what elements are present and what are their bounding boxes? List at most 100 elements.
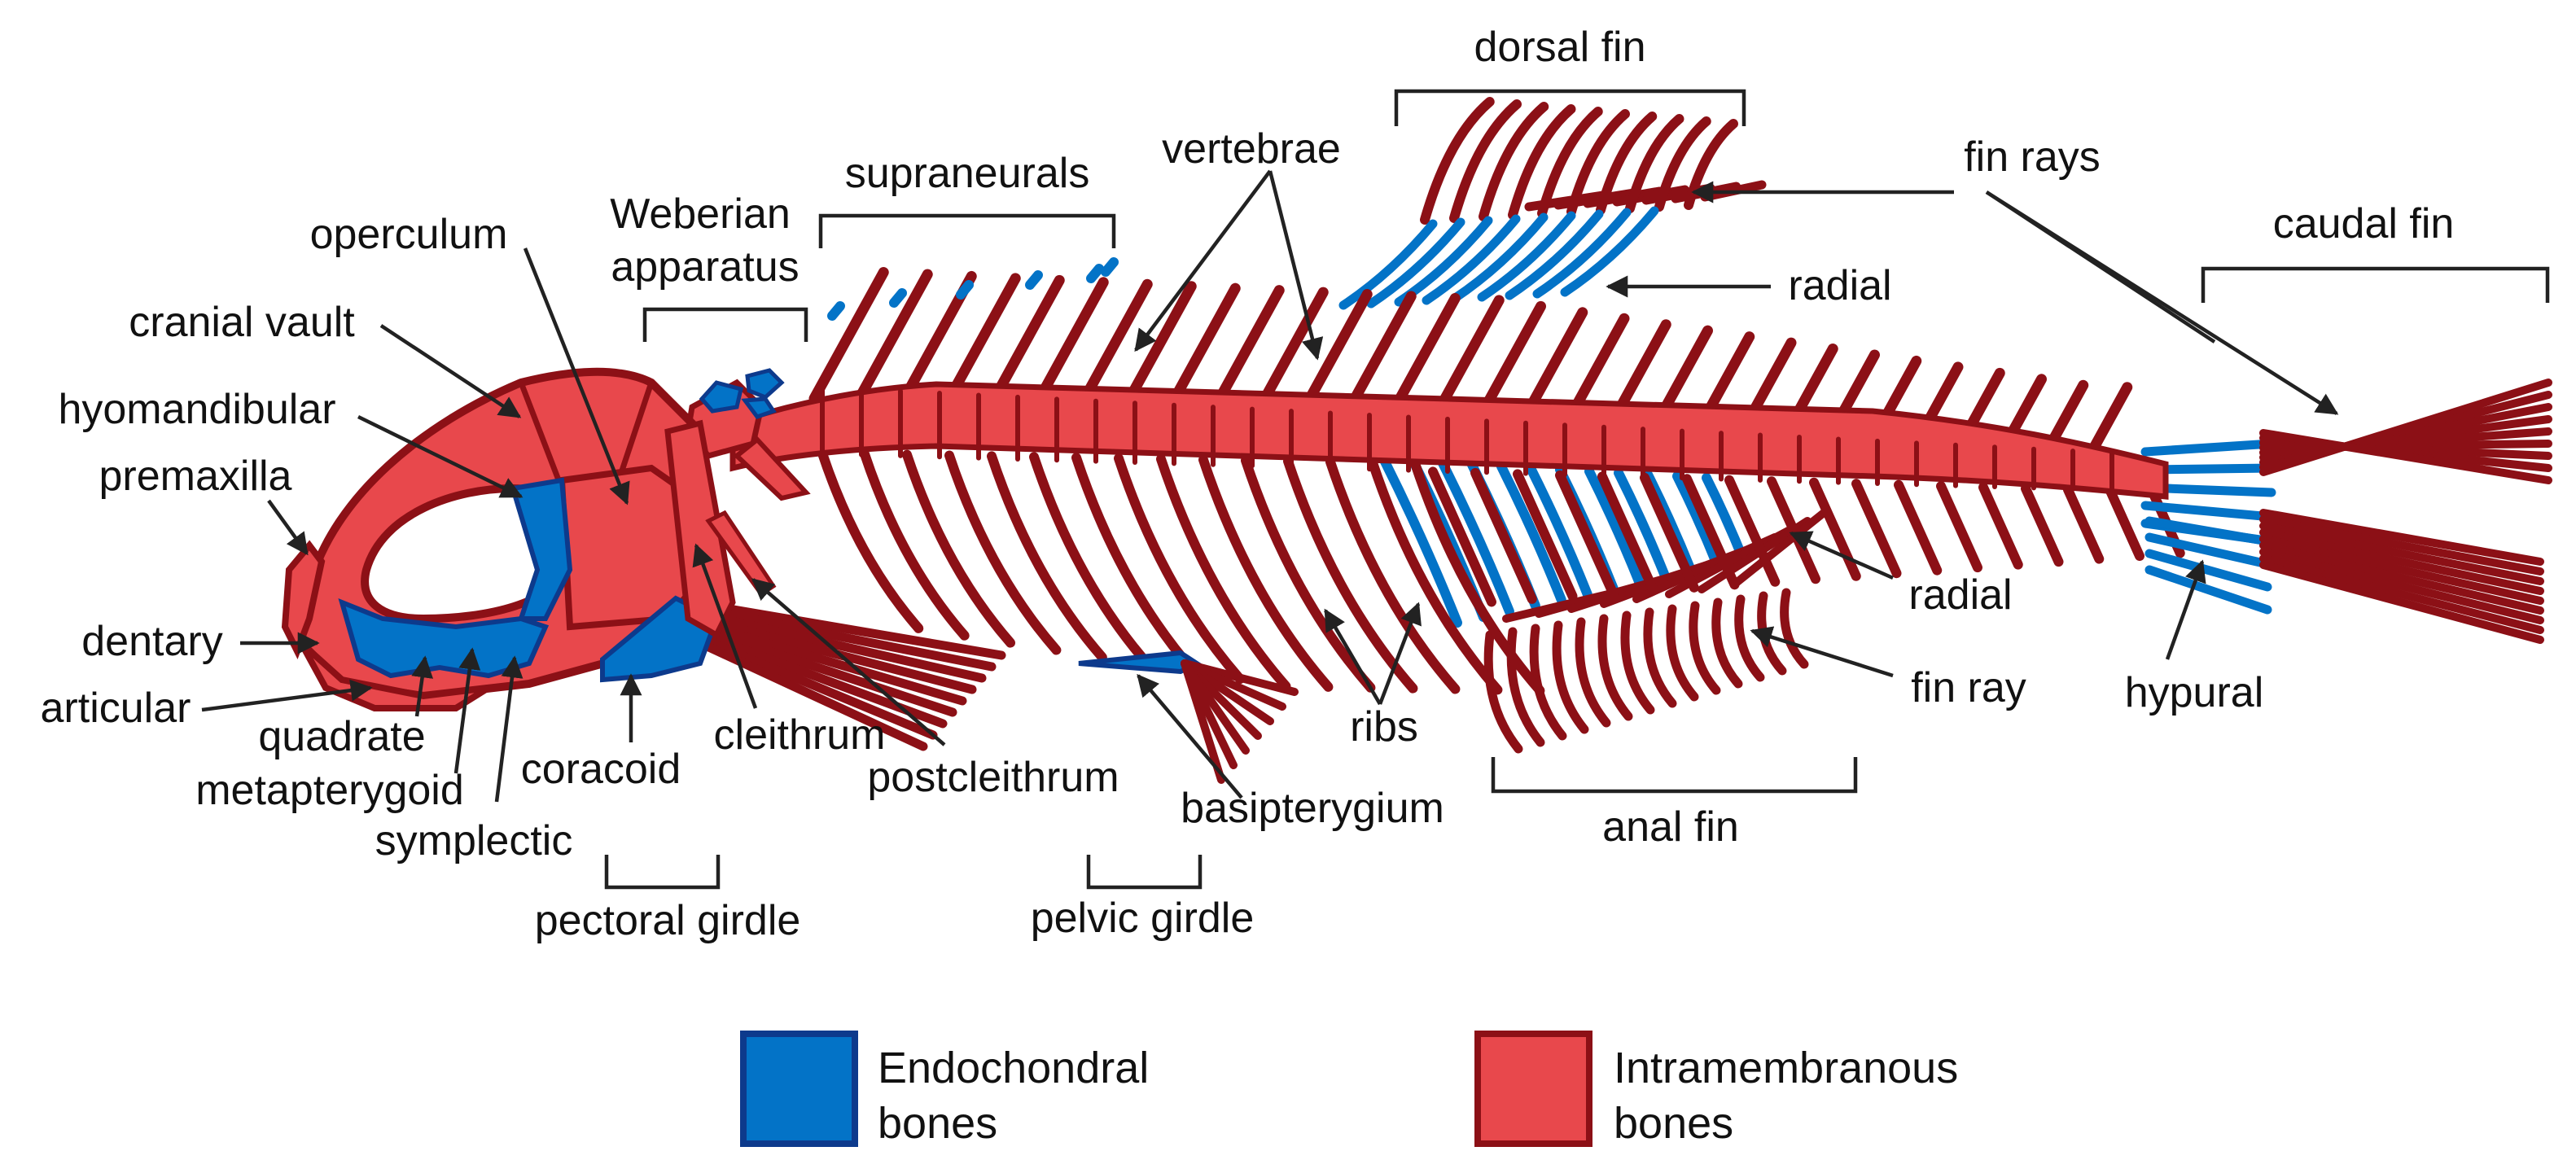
skull <box>281 367 777 711</box>
label-pectoral-girdle: pectoral girdle <box>535 897 801 944</box>
fin-rays-pointer-caudal <box>1985 190 2339 415</box>
caudal-fin-ray <box>2259 509 2544 566</box>
hypural-pointer <box>2165 559 2206 660</box>
label-dentary: dentary <box>81 618 222 665</box>
haemal-spine <box>1894 479 1943 576</box>
label-basipterygium: basipterygium <box>1181 785 1444 832</box>
label-coracoid: coracoid <box>521 746 681 793</box>
hypural-bone <box>2144 549 2272 592</box>
rib <box>944 450 1062 655</box>
caudal-fin-ray <box>2259 548 2544 624</box>
dorsal-fin-ray <box>1596 112 1658 215</box>
anal-radial <box>1379 455 1462 628</box>
label-hyomandibular: hyomandibular <box>58 386 335 433</box>
rib <box>1029 452 1154 670</box>
rib <box>1410 458 1545 696</box>
anal-radial <box>1526 463 1592 599</box>
rib <box>1071 453 1199 677</box>
anal-fin-ray <box>1506 627 1545 747</box>
dorsal-radial <box>1366 217 1465 309</box>
radial-anal-pointer <box>1789 531 1894 580</box>
label-fin-ray: fin ray <box>1911 664 2026 711</box>
label-operculum: operculum <box>310 211 508 258</box>
rib <box>1114 453 1246 685</box>
dorsal-fin-ray <box>1508 104 1576 220</box>
pectoral-fin-ray <box>695 624 957 717</box>
dorsal-fin-ray <box>1566 109 1630 217</box>
weberian-bracket <box>642 307 808 342</box>
vertebrae-pointer-1 <box>1134 169 1272 352</box>
anal-fin-ray <box>1666 604 1699 702</box>
dorsal-fin-rays <box>1420 97 1767 225</box>
pointer-lines <box>201 89 2550 890</box>
legend-intramembranous-line2: bones <box>1614 1099 1733 1148</box>
pectoral-fin-ray <box>695 604 997 672</box>
label-symplectic: symplectic <box>375 817 573 864</box>
dorsal-radials <box>1338 206 1659 310</box>
vertebrae-pointer-2 <box>1268 170 1324 361</box>
rib <box>1368 457 1503 695</box>
haemal-spine <box>1470 467 1537 604</box>
label-weberian: Weberian <box>610 190 791 238</box>
anal-fin-ray <box>1730 509 1828 589</box>
neural-spine <box>808 267 889 405</box>
cranial-vault-pointer <box>379 324 522 418</box>
pectoral-fin-ray <box>695 633 938 740</box>
label-vertebrae: vertebrae <box>1162 125 1341 173</box>
symplectic-pointer <box>494 655 524 803</box>
caudal-fin-ray <box>2259 554 2544 634</box>
dorsal-fin-ray <box>1625 114 1684 213</box>
supraneural <box>827 301 845 321</box>
pectoral-fin-ray <box>695 619 967 706</box>
hyomandibular-pointer <box>357 414 524 499</box>
metapterygoid-pointer <box>453 647 481 774</box>
caudal-fin-ray <box>2259 429 2552 484</box>
haemal-spine <box>1767 476 1820 584</box>
pelvic-fin-ray <box>1181 659 1225 784</box>
haemal-spine <box>1682 474 1740 590</box>
label-ribs: ribs <box>1350 703 1418 751</box>
supraneural <box>956 280 974 300</box>
dorsal-fin-ray <box>1449 99 1522 223</box>
rib <box>902 449 1016 648</box>
anal-radial <box>1614 468 1671 582</box>
hypural-bone <box>2140 439 2276 457</box>
caudal-fin-bones <box>2140 379 2552 644</box>
pectoral-girdle-bracket <box>604 855 721 890</box>
hypural-bone <box>2144 532 2272 569</box>
label-caudal-fin: caudal fin <box>2273 200 2455 247</box>
rib <box>1325 457 1461 694</box>
label-apparatus: apparatus <box>611 243 799 291</box>
anal-fin-ray <box>1689 601 1721 695</box>
haemal-spine <box>1640 472 1699 593</box>
label-cranial-vault: cranial vault <box>129 299 355 346</box>
dorsal-fin-ray <box>1420 97 1495 225</box>
label-quadrate: quadrate <box>258 713 425 760</box>
supraneural <box>889 288 907 308</box>
dorsal-fin-bracket <box>1394 89 1746 126</box>
legend-swatch-intramembranous <box>1474 1031 1592 1147</box>
label-anal-fin: anal fin <box>1602 803 1739 851</box>
anal-radial <box>1584 466 1645 588</box>
haemal-spine <box>1936 481 1982 573</box>
haemal-spines <box>1428 466 2185 607</box>
label-pelvic-girdle: pelvic girdle <box>1031 895 1255 942</box>
supraneural-bones <box>827 257 1119 321</box>
haemal-spine <box>2021 484 2064 567</box>
label-fin-rays: fin rays <box>1964 133 2101 181</box>
dorsal-fin-ray <box>1537 107 1603 218</box>
anal-fin-ray <box>1620 611 1655 715</box>
caudal-fin-bracket <box>2201 266 2550 303</box>
legend-endochondral-line1: Endochondral <box>878 1044 1149 1092</box>
haemal-spine <box>1555 470 1619 598</box>
anal-fin-ray <box>1643 607 1677 708</box>
rib <box>860 449 970 641</box>
fin-ray-pointer <box>1750 626 1894 678</box>
articular-pointer <box>201 679 373 712</box>
weberian-apparatus-bones <box>685 368 811 501</box>
legend-endochondral-line2: bones <box>878 1099 997 1148</box>
hypural-bone <box>2140 501 2276 522</box>
haemal-spine <box>1978 482 2023 570</box>
